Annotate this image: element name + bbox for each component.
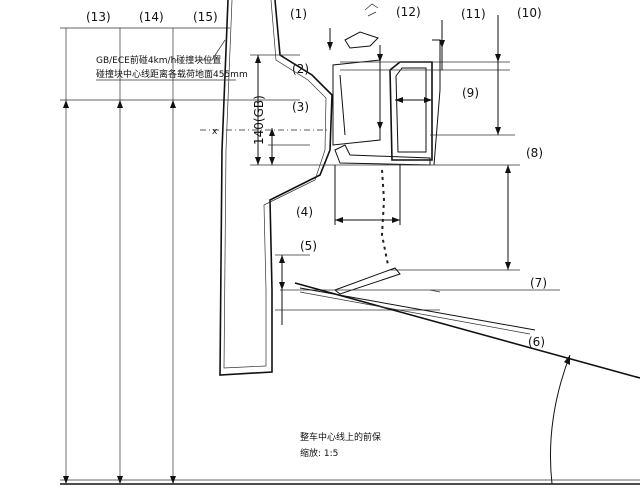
dotted-support: [380, 169, 389, 266]
drawing-caption: 整车中心线上的前保 缩放: 1:5: [300, 431, 381, 459]
lower-bracket: [330, 144, 520, 225]
note-line-2: 碰撞块中心线距离各载荷地面455mm: [96, 68, 248, 80]
caption-scale: 缩放: 1:5: [300, 447, 338, 459]
lower-deflector: [280, 267, 560, 295]
callout-8: (8): [526, 146, 543, 160]
callout-3: (3): [292, 100, 309, 114]
callout-7: (7): [530, 276, 547, 290]
dimension-5: [275, 254, 440, 325]
callout-2: (2): [292, 62, 309, 76]
callout-12: (12): [396, 5, 421, 19]
bumper-beam: [332, 45, 510, 161]
dimension-8: [390, 165, 520, 271]
callout-10: (10): [517, 6, 542, 20]
approach-angle-lines: [294, 282, 640, 485]
callout-6: (6): [528, 335, 545, 349]
dimension-140-label: 140(GB): [252, 95, 266, 145]
callout-15: (15): [193, 10, 218, 24]
center-mark: x: [212, 127, 218, 137]
dimension-140: 140(GB): [250, 54, 330, 166]
callout-9: (9): [462, 86, 479, 100]
callout-14: (14): [139, 10, 164, 24]
callout-13: (13): [86, 10, 111, 24]
left-dimension-lines: [60, 27, 300, 484]
dimension-10: [430, 15, 515, 136]
bumper-fascia-profile: [219, 0, 333, 376]
dimension-3: [268, 128, 310, 165]
note-line-1: GB/ECE前碰4km/h碰撞块位置: [96, 54, 221, 66]
dimension-9: [395, 97, 432, 103]
callout-11: (11): [461, 7, 486, 21]
callout-5: (5): [300, 239, 317, 253]
callout-4: (4): [296, 205, 313, 219]
impact-note: GB/ECE前碰4km/h碰撞块位置 碰撞块中心线距离各载荷地面455mm: [96, 39, 248, 81]
callout-1: (1): [290, 7, 307, 21]
caption-title: 整车中心线上的前保: [300, 431, 381, 443]
top-bracket: [327, 3, 445, 166]
callout-labels: (13) (14) (15) (1) (12) (11) (10) (2) (9…: [86, 5, 547, 349]
